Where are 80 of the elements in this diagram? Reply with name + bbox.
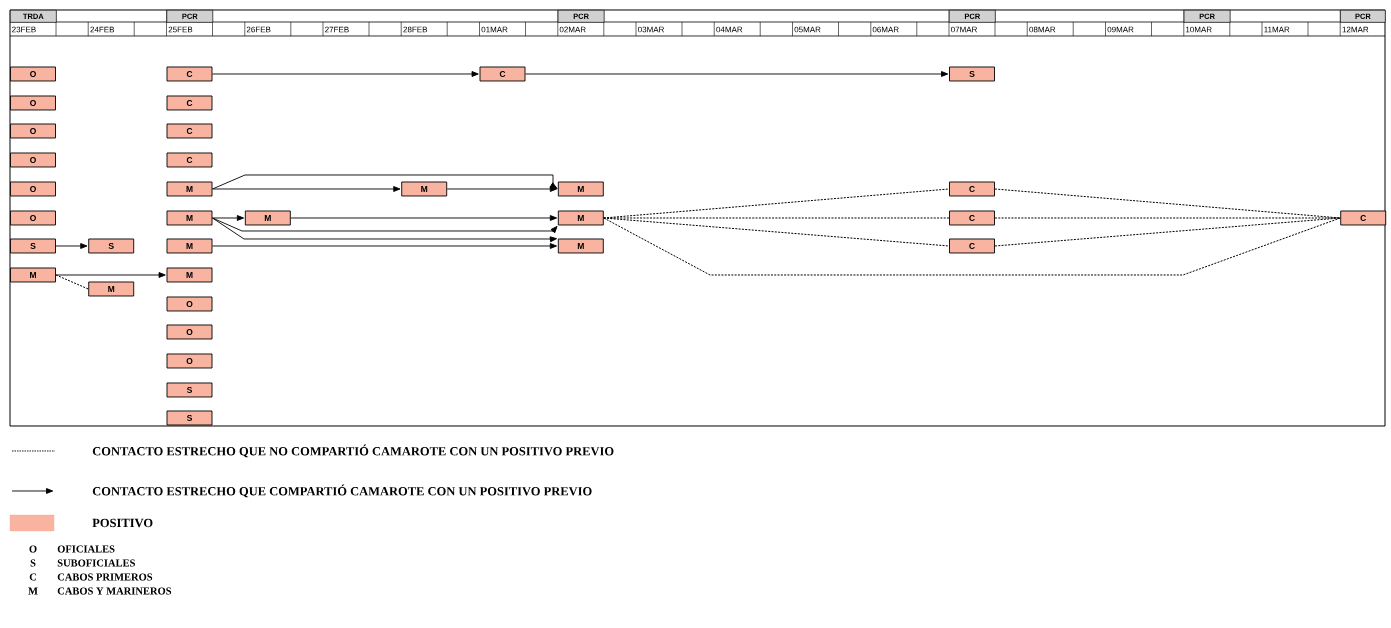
date-cell: 12MAR xyxy=(1342,26,1369,33)
positive-box: C xyxy=(949,238,995,254)
positive-box: C xyxy=(166,152,213,168)
positive-box: M xyxy=(557,181,604,197)
positive-box: M xyxy=(166,267,213,283)
key-letter: C xyxy=(29,573,36,581)
positive-box: M xyxy=(244,210,291,226)
legend-text: POSITIVO xyxy=(92,518,153,528)
positive-box: M xyxy=(166,210,213,226)
arrow xyxy=(55,272,166,278)
positive-box: C xyxy=(479,66,526,82)
date-cell: 11MAR xyxy=(1264,26,1290,33)
positive-box: S xyxy=(166,410,213,426)
date-cell: 01MAR xyxy=(481,26,508,33)
date-cell: 03MAR xyxy=(638,26,664,33)
date-cell: 06MAR xyxy=(872,26,899,33)
legend-text: CONTACTO ESTRECHO QUE COMPARTIÓ CAMAROTE CON UN POSITIVO PREVIO xyxy=(92,484,592,498)
positive-box: C xyxy=(949,210,995,226)
positive-box: O xyxy=(166,353,213,369)
positive-box: C xyxy=(166,66,213,82)
positive-box: M xyxy=(557,238,604,254)
arrow xyxy=(525,71,949,77)
key-text: CABOS Y MARINEROS xyxy=(57,587,172,595)
date-cell: 23FEB xyxy=(12,26,36,33)
positive-box: O xyxy=(10,181,56,197)
date-cell: 09MAR xyxy=(1107,26,1134,33)
date-cell: 02MAR xyxy=(559,26,586,33)
arrow xyxy=(290,215,558,221)
positive-box: S xyxy=(88,238,135,254)
positive-box: C xyxy=(949,181,995,197)
positive-box: S xyxy=(10,238,56,254)
arrow xyxy=(446,186,558,192)
positive-box: O xyxy=(10,95,56,111)
positive-box: O xyxy=(10,123,56,139)
key-letter: M xyxy=(28,587,38,595)
key-text: SUBOFICIALES xyxy=(57,559,135,567)
positive-box: M xyxy=(401,181,448,197)
date-cell: 24FEB xyxy=(90,26,115,33)
positive-box: M xyxy=(88,281,135,297)
date-cell: 25FEB xyxy=(168,26,193,33)
dashed-line xyxy=(55,274,89,290)
date-cell: 08MAR xyxy=(1029,26,1056,33)
positive-box: M xyxy=(557,210,604,226)
positive-box: M xyxy=(166,181,213,197)
positive-box: S xyxy=(949,66,995,82)
positive-box: M xyxy=(10,267,56,283)
key-text: CABOS PRIMEROS xyxy=(57,573,153,581)
dashed-line xyxy=(994,217,1341,219)
positive-box: S xyxy=(166,382,213,398)
dashed-line xyxy=(603,217,950,247)
positive-box: O xyxy=(10,66,56,82)
key-text: OFICIALES xyxy=(57,545,115,553)
arrow xyxy=(212,217,558,234)
arrow xyxy=(212,186,401,192)
positive-box: O xyxy=(10,210,56,226)
arrow xyxy=(55,243,88,249)
dashed-line xyxy=(994,217,1341,247)
legend-text: CONTACTO ESTRECHO QUE NO COMPARTIÓ CAMAROTE CON UN POSITIVO PREVIO xyxy=(92,444,614,458)
positive-box: M xyxy=(166,238,213,254)
positive-box: O xyxy=(166,296,213,312)
date-cell: 26FEB xyxy=(246,26,271,33)
positive-box: C xyxy=(1340,210,1387,226)
key-letter: O xyxy=(29,545,37,553)
date-cell: 07MAR xyxy=(951,26,977,33)
positive-box: C xyxy=(166,95,213,111)
key-letter: S xyxy=(30,559,36,567)
dashed-line xyxy=(603,217,1341,276)
date-cell: 04MAR xyxy=(716,26,743,33)
positive-box: C xyxy=(166,123,213,139)
date-cell: 10MAR xyxy=(1186,26,1212,33)
date-cell: 05MAR xyxy=(794,26,821,33)
arrow xyxy=(212,243,558,249)
date-cell: 28FEB xyxy=(403,26,428,33)
arrow xyxy=(212,174,558,190)
positive-box: O xyxy=(10,152,56,168)
positive-box: O xyxy=(166,324,213,340)
arrow xyxy=(212,215,245,221)
arrow xyxy=(212,217,558,243)
arrow xyxy=(212,71,479,77)
date-cell: 27FEB xyxy=(325,26,349,33)
